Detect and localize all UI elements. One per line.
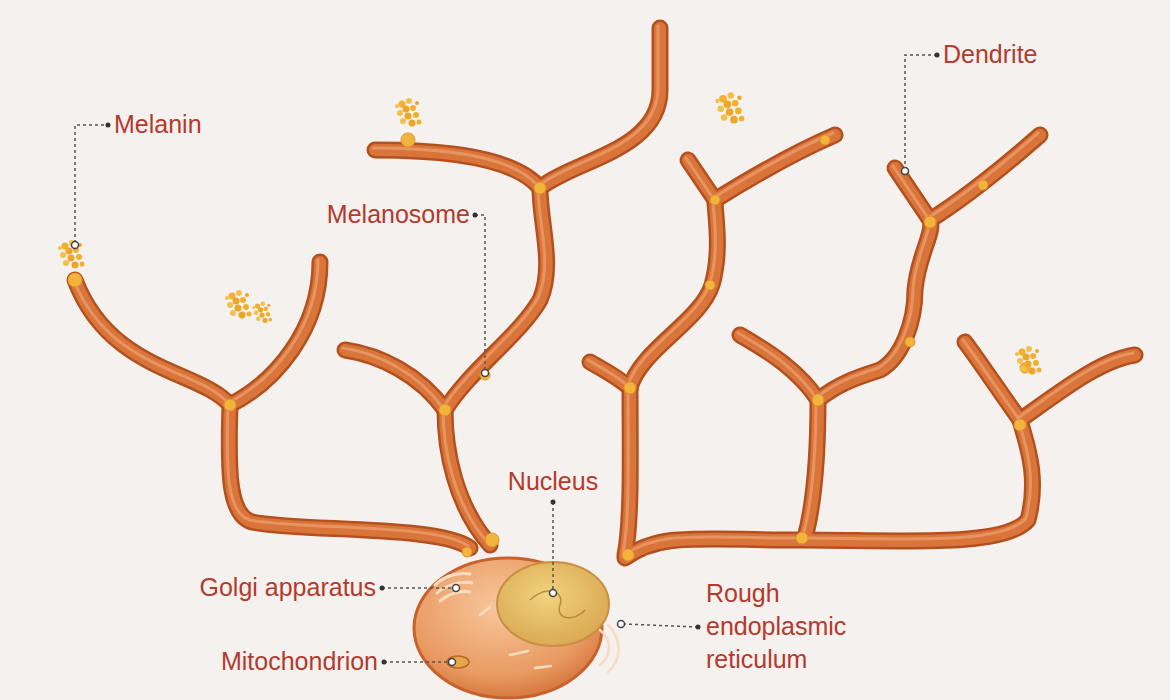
melanin-label: Melanin <box>114 108 202 141</box>
leader-tips <box>106 53 940 665</box>
leader-dots <box>72 168 909 666</box>
golgi-label: Golgi apparatus <box>199 571 376 604</box>
mitochondrion-label: Mitochondrion <box>221 645 378 678</box>
melanosome-dots <box>68 133 1030 561</box>
melanin-clusters <box>58 92 1042 374</box>
mitochondrion <box>447 656 469 668</box>
dendrite-branches <box>73 26 1135 558</box>
leader-lines <box>75 55 937 662</box>
nucleus-label: Nucleus <box>508 465 598 498</box>
melanosome-label: Melanosome <box>327 198 470 231</box>
rough-er <box>600 625 619 672</box>
cell-body <box>414 558 619 698</box>
golgi-apparatus <box>435 573 472 601</box>
rough-er-label: Rough endoplasmic reticulum <box>706 577 876 676</box>
dendrite-label: Dendrite <box>943 38 1038 71</box>
